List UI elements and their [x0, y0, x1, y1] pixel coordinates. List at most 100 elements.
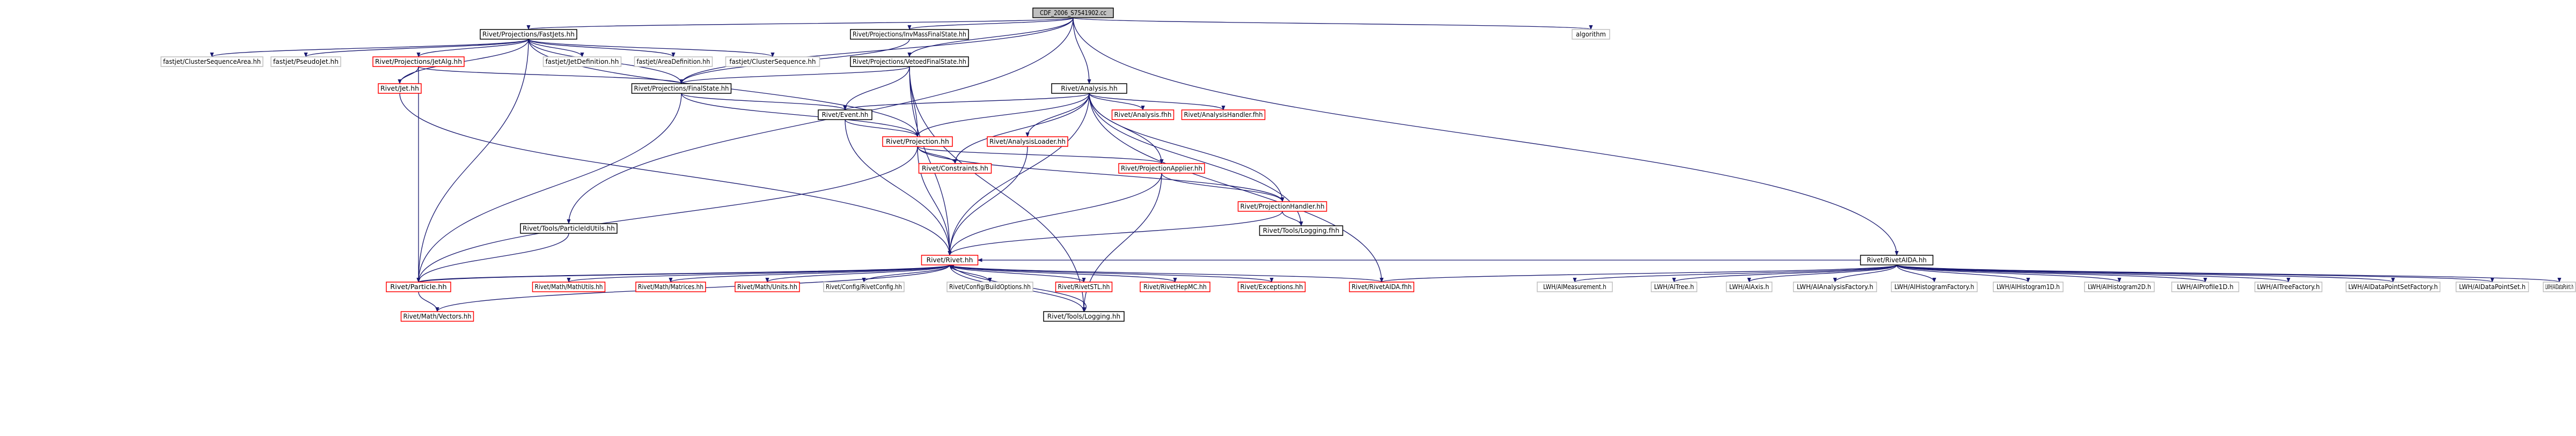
node-analysisfhh[interactable]: Rivet/Analysis.fhh: [1111, 109, 1175, 120]
node-analysisfhh-label: Rivet/Analysis.fhh: [1114, 111, 1172, 119]
node-logfhh[interactable]: Rivet/Tools/Logging.fhh: [1259, 225, 1344, 236]
node-vectors-box: [400, 311, 474, 322]
node-invmass-label: Rivet/Projections/InvMassFinalState.hh: [853, 31, 966, 38]
node-constraints-label: Rivet/Constraints.hh: [922, 165, 988, 172]
edge-analysis-to-ahandler: [1089, 93, 1225, 110]
edge-root-to-fastjets: [527, 17, 1074, 30]
node-jetalg[interactable]: Rivet/Projections/JetAlg.hh: [372, 56, 465, 67]
node-idpoint: LWH/AIDataPoint.h: [2543, 282, 2576, 292]
node-matrices[interactable]: Rivet/Math/Matrices.hh: [635, 282, 706, 292]
node-pseudojet-label: fastjet/PseudoJet.hh: [273, 58, 339, 65]
node-algorithm-box: [1572, 29, 1610, 40]
node-idpset: LWH/AIDataPointSet.h: [2455, 282, 2529, 292]
node-phandler[interactable]: Rivet/ProjectionHandler.hh: [1237, 201, 1327, 212]
edge-fastjets-to-pseudojet: [304, 39, 529, 57]
node-aloader[interactable]: Rivet/AnalysisLoader.hh: [987, 136, 1068, 147]
node-aloader-box: [987, 136, 1068, 147]
node-ihistfactory-label: LWH/AIHistogramFactory.h: [1895, 283, 1975, 291]
node-vetoed[interactable]: Rivet/Projections/VetoedFinalState.hh: [850, 56, 969, 67]
node-jet-label: Rivet/Jet.hh: [380, 85, 419, 92]
node-rivetstl[interactable]: Rivet/RivetSTL.hh: [1055, 282, 1113, 292]
node-rivetaida[interactable]: Rivet/RivetAIDA.hh: [1860, 255, 1934, 265]
node-areadef: fastjet/AreaDefinition.hh: [634, 56, 713, 67]
node-idpoint-label: LWH/AIDataPoint.h: [2545, 283, 2573, 291]
edge-partutils-to-particle: [416, 233, 569, 283]
node-root[interactable]: CDF_2006_S7541902.cc: [1032, 8, 1114, 18]
node-particle-box: [386, 282, 451, 292]
node-clusterseq-box: [725, 56, 820, 67]
node-rivetstl-label: Rivet/RivetSTL.hh: [1058, 283, 1110, 291]
node-buildoptions: Rivet/Config/BuildOptions.hh: [946, 282, 1033, 292]
node-exceptions-label: Rivet/Exceptions.hh: [1241, 283, 1303, 291]
node-particle[interactable]: Rivet/Particle.hh: [386, 282, 451, 292]
edge-rivet-to-mathutils: [567, 264, 950, 283]
node-root-box: [1032, 8, 1114, 18]
edge-rivetaida-to-ihist2d: [1896, 264, 2122, 283]
edge-rivetaida-to-iaxis: [1747, 264, 1897, 283]
node-jet[interactable]: Rivet/Jet.hh: [378, 83, 422, 94]
edge-root-to-algorithm: [1073, 17, 1592, 30]
node-analysis[interactable]: Rivet/Analysis.hh: [1051, 83, 1127, 94]
edge-projection-to-particle: [416, 146, 918, 283]
edge-root-to-partutils: [567, 17, 1074, 224]
node-itreefactory: LWH/AITreeFactory.h: [2254, 282, 2323, 292]
node-mathutils-label: Rivet/Math/MathUtils.hh: [535, 283, 603, 291]
node-mathutils[interactable]: Rivet/Math/MathUtils.hh: [532, 282, 606, 292]
node-rivethepmc[interactable]: Rivet/RivetHepMC.hh: [1140, 282, 1210, 292]
node-partutils-box: [520, 223, 618, 234]
node-rivetconfig-box: [823, 282, 905, 292]
node-finalstate[interactable]: Rivet/Projections/FinalState.hh: [631, 83, 732, 94]
node-rivetaida-label: Rivet/RivetAIDA.hh: [1867, 256, 1927, 264]
node-finalstate-label: Rivet/Projections/FinalState.hh: [634, 85, 729, 92]
edge-rivet-to-units: [765, 264, 950, 283]
node-csa-box: [160, 56, 263, 67]
node-jetalg-label: Rivet/Projections/JetAlg.hh: [375, 58, 462, 65]
node-ihistfactory: LWH/AIHistogramFactory.h: [1891, 282, 1978, 292]
node-idpoint-box: [2543, 282, 2576, 292]
node-particle-label: Rivet/Particle.hh: [390, 283, 446, 291]
node-constraints[interactable]: Rivet/Constraints.hh: [918, 163, 992, 174]
node-iaxis: LWH/AIAxis.h: [1726, 282, 1773, 292]
edge-jet-to-rivet: [399, 93, 952, 256]
edge-fastjets-to-csa: [210, 39, 529, 57]
node-iprofile1d-label: LWH/AIProfile1D.h: [2177, 283, 2233, 291]
node-logfhh-label: Rivet/Tools/Logging.fhh: [1263, 227, 1340, 234]
node-exceptions-box: [1237, 282, 1306, 292]
node-rivetaidafhh[interactable]: Rivet/RivetAIDA.fhh: [1349, 282, 1414, 292]
node-units[interactable]: Rivet/Math/Units.hh: [735, 282, 800, 292]
node-units-box: [735, 282, 800, 292]
node-itree-box: [1650, 282, 1698, 292]
edge-rivetaida-to-ihistfactory: [1896, 264, 1936, 283]
node-logging-box: [1043, 311, 1125, 322]
edge-analysis-to-projection: [915, 93, 1090, 137]
node-itreefactory-label: LWH/AITreeFactory.h: [2257, 283, 2320, 291]
edge-fastjets-to-areadef: [528, 39, 676, 57]
node-ihist1d-box: [1993, 282, 2064, 292]
node-papplier[interactable]: Rivet/ProjectionApplier.hh: [1118, 163, 1205, 174]
node-logfhh-box: [1259, 225, 1344, 236]
edge-analysis-to-phandler: [1089, 93, 1285, 202]
node-areadef-label: fastjet/AreaDefinition.hh: [637, 58, 710, 65]
edge-particle-to-rivet: [418, 264, 955, 283]
node-pseudojet: fastjet/PseudoJet.hh: [270, 56, 341, 67]
node-projection[interactable]: Rivet/Projection.hh: [882, 136, 953, 147]
edge-rivetaida-to-iprofile1d: [1896, 264, 2207, 283]
node-rivethepmc-label: Rivet/RivetHepMC.hh: [1143, 283, 1207, 291]
node-event[interactable]: Rivet/Event.hh: [818, 109, 872, 120]
node-papplier-box: [1118, 163, 1205, 174]
node-partutils[interactable]: Rivet/Tools/ParticleIdUtils.hh: [520, 223, 618, 234]
edge-projection-to-rivet: [917, 146, 952, 256]
node-fastjets[interactable]: Rivet/Projections/FastJets.hh: [480, 29, 577, 40]
node-logging[interactable]: Rivet/Tools/Logging.hh: [1043, 311, 1125, 322]
node-itree: LWH/AITree.h: [1650, 282, 1698, 292]
node-rivet[interactable]: Rivet/Rivet.hh: [921, 255, 979, 265]
node-ahandler[interactable]: Rivet/AnalysisHandler.fhh: [1181, 109, 1266, 120]
node-constraints-box: [918, 163, 992, 174]
edge-analysis-to-constraints: [953, 93, 1090, 164]
node-exceptions[interactable]: Rivet/Exceptions.hh: [1237, 282, 1306, 292]
node-rivetstl-box: [1055, 282, 1113, 292]
edge-projection-to-constraints: [917, 146, 957, 164]
node-vectors[interactable]: Rivet/Math/Vectors.hh: [400, 311, 474, 322]
node-invmass[interactable]: Rivet/Projections/InvMassFinalState.hh: [850, 29, 969, 40]
node-idpsfactory: LWH/AIDataPointSetFactory.h: [2345, 282, 2441, 292]
